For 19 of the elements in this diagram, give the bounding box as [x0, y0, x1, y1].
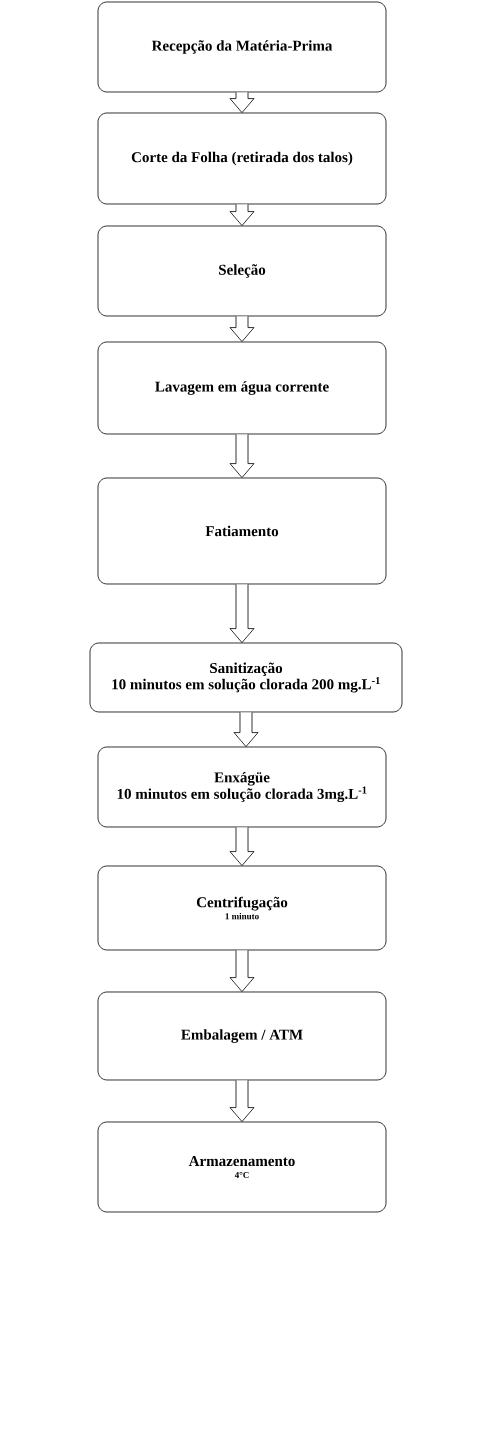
process-box: Corte da Folha (retirada dos talos)	[97, 112, 387, 205]
process-box: Recepção da Matéria-Prima	[97, 1, 387, 93]
block-arrow	[229, 950, 255, 992]
process-box: Lavagem em água corrente	[97, 341, 387, 435]
process-box: Centrifugação 1 minuto	[97, 865, 387, 951]
block-arrow	[229, 92, 255, 113]
block-arrow	[229, 316, 255, 342]
process-box: Fatiamento	[97, 477, 387, 585]
process-box: Embalagem / ATM	[97, 991, 387, 1081]
block-arrow	[233, 712, 259, 747]
process-box: Seleção	[97, 225, 387, 317]
process-box: Enxágüe 10 minutos em solução clorada 3mg.L$^{-1}$	[97, 746, 387, 828]
block-arrow	[229, 434, 255, 478]
process-box: Sanitização 10 minutos em solução clorada 200 mg.L$^{-1}$	[89, 642, 403, 713]
block-arrow	[229, 827, 255, 866]
block-arrow	[229, 204, 255, 226]
block-arrow	[229, 584, 255, 643]
block-arrow	[229, 1080, 255, 1122]
process-box: Armazenamento 4°C	[97, 1121, 387, 1213]
